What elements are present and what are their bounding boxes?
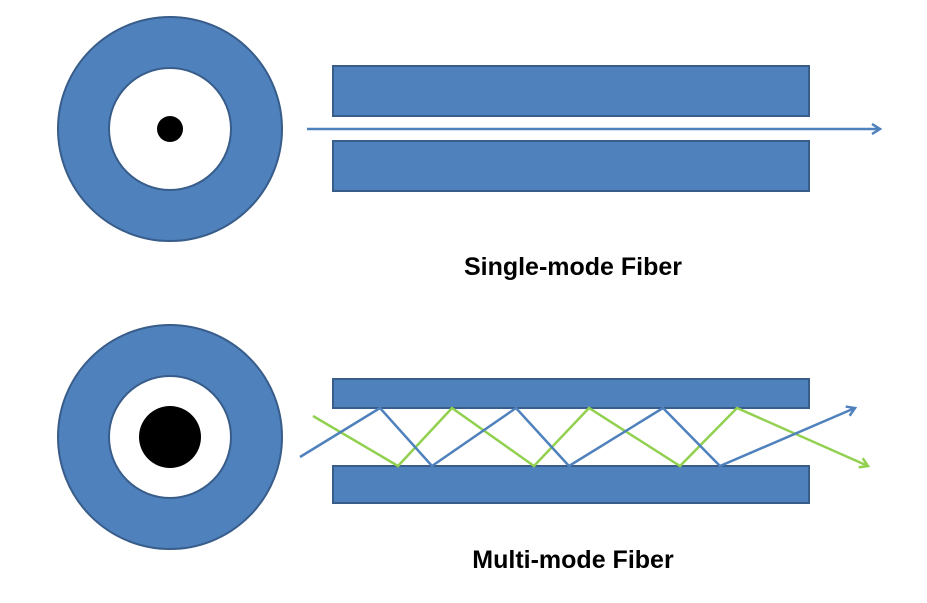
- multi-mode-green-light-ray: [312, 406, 868, 466]
- single-mode-fiber-side-view: [307, 65, 880, 192]
- single-mode-bottom-cladding: [332, 140, 810, 192]
- single-mode-top-cladding: [332, 65, 810, 117]
- multi-mode-label: Multi-mode Fiber: [472, 546, 674, 574]
- single-mode-section: Single-mode Fiber: [57, 16, 880, 281]
- multi-mode-core-center: [139, 406, 201, 468]
- multi-mode-fiber-side-view: [299, 378, 868, 504]
- single-mode-label: Single-mode Fiber: [464, 253, 682, 281]
- multi-mode-bottom-cladding: [332, 465, 810, 504]
- single-mode-cross-section: [57, 16, 283, 242]
- multi-mode-top-cladding: [332, 378, 810, 409]
- multi-mode-section: Multi-mode Fiber: [57, 324, 868, 574]
- multi-mode-blue-light-ray: [299, 408, 855, 468]
- single-mode-core-center: [157, 116, 183, 142]
- multi-mode-cross-section: [57, 324, 283, 550]
